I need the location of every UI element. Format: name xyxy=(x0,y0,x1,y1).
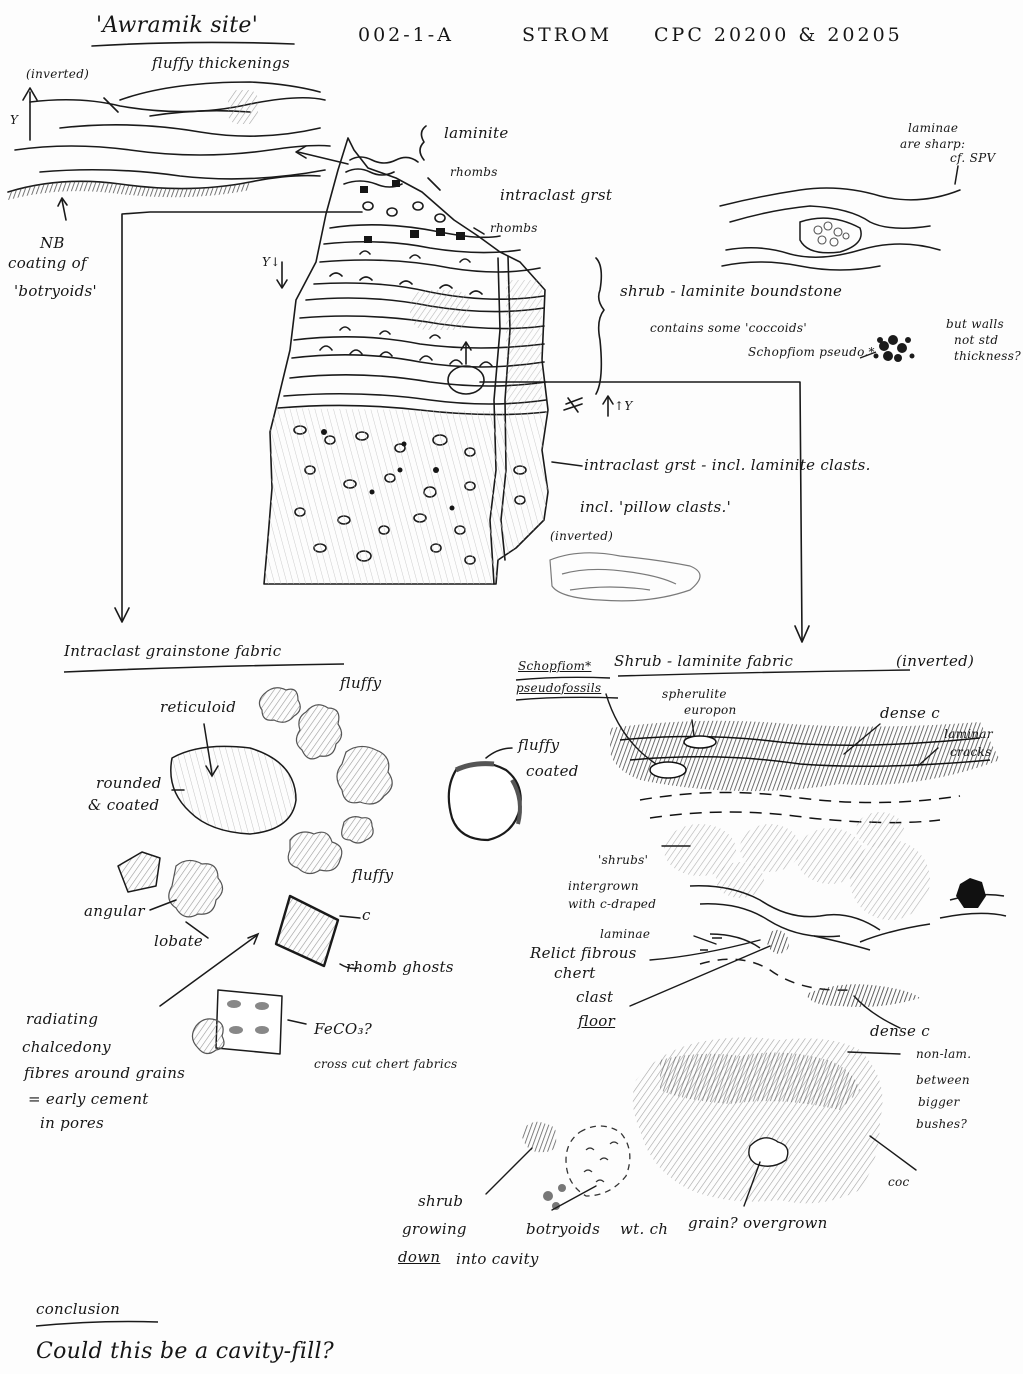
grain-overgrown-label: grain? overgrown xyxy=(688,1216,828,1232)
nb-label: NB xyxy=(40,236,65,252)
dense-c-label-2: dense c xyxy=(870,1024,930,1040)
early-cement-label: = early cement xyxy=(28,1092,149,1108)
spherulite-label: spherulite xyxy=(662,688,727,701)
laminar-label: laminar xyxy=(944,728,993,741)
floor-label: floor xyxy=(578,1014,615,1030)
fluffy-label-2: fluffy xyxy=(352,868,393,884)
pseudofossils-label: pseudofossils xyxy=(516,682,601,695)
laminite-label: laminite xyxy=(444,126,509,142)
up-y-marker: ↑Y xyxy=(614,400,633,413)
inverted-label: (inverted) xyxy=(26,68,89,81)
cross-cut-chert-label: cross cut chert fabrics xyxy=(314,1058,457,1071)
dense-c-label-1: dense c xyxy=(880,706,940,722)
chalcedony-label: chalcedony xyxy=(22,1040,111,1056)
feco3-label: FeCO₃? xyxy=(314,1022,372,1038)
strom-label: STROM xyxy=(522,26,612,46)
lobate-label: lobate xyxy=(154,934,203,950)
shrub-laminite-fabric-heading: Shrub - laminite fabric xyxy=(614,654,793,670)
y-down-marker: Y↓ xyxy=(262,256,281,269)
conclusion-heading: conclusion xyxy=(36,1302,120,1318)
coated-label: & coated xyxy=(88,798,159,814)
relict-fibrous-label: Relict fibrous xyxy=(530,946,637,962)
in-pores-label: in pores xyxy=(40,1116,104,1132)
down-label: down xyxy=(398,1250,440,1266)
fibres-around-grains-label: fibres around grains xyxy=(24,1066,185,1082)
pillow-clasts-label: incl. 'pillow clasts.' xyxy=(580,500,731,516)
schopfiom-label: Schopfiom* xyxy=(518,660,591,673)
but-walls-label: but walls xyxy=(946,318,1004,331)
bushes-label: bushes? xyxy=(916,1118,967,1131)
cracks-label: cracks xyxy=(950,746,992,759)
clast-label: clast xyxy=(576,990,613,1006)
rhombs-label-2: rhombs xyxy=(490,222,538,235)
into-cavity-label: into cavity xyxy=(456,1252,539,1268)
not-std-label: not std xyxy=(954,334,998,347)
cpc-number: CPC 20200 & 20205 xyxy=(654,26,903,46)
schopfiom-pseudo-label: Schopfiom pseudo.* xyxy=(748,346,875,359)
angular-label: angular xyxy=(84,904,145,920)
inverted-label-3: (inverted) xyxy=(896,654,974,670)
laminae-label-2: laminae xyxy=(600,928,650,941)
c-label: c xyxy=(362,908,371,924)
with-c-draped-label: with c-draped xyxy=(568,898,656,911)
fluffy-label-1: fluffy xyxy=(340,676,381,692)
non-lam-label: non-lam. xyxy=(916,1048,971,1061)
rounded-label: rounded xyxy=(96,776,162,792)
contains-coccoids-label: contains some 'coccoids' xyxy=(650,322,807,335)
sample-code: 002-1-A xyxy=(358,26,454,46)
coating-of-label: coating of xyxy=(8,256,87,272)
inverted-label-2: (inverted) xyxy=(550,530,613,543)
between-label: between xyxy=(916,1074,970,1087)
shrub-label: shrub xyxy=(418,1194,463,1210)
thickness-label: thickness? xyxy=(954,350,1021,363)
are-sharp-label: are sharp: xyxy=(900,138,965,151)
shrubs-label: 'shrubs' xyxy=(598,854,648,867)
fluffy-coated-label-2: coated xyxy=(526,764,579,780)
cf-spv-label: cf. SPV xyxy=(950,152,995,165)
reticuloid-label: reticuloid xyxy=(160,700,236,716)
radiating-label: radiating xyxy=(26,1012,98,1028)
fluffy-coated-label-1: fluffy xyxy=(518,738,559,754)
fluffy-thickenings-label: fluffy thickenings xyxy=(152,56,290,72)
shrub-laminite-boundstone-label: shrub - laminite boundstone xyxy=(620,284,842,300)
coc-label: coc xyxy=(888,1176,910,1189)
y-marker: Y xyxy=(10,114,18,127)
intraclast-fabric-heading: Intraclast grainstone fabric xyxy=(64,644,281,660)
bigger-label: bigger xyxy=(918,1096,960,1109)
chert-label: chert xyxy=(554,966,596,982)
botryoids-label-2: botryoids xyxy=(526,1222,600,1238)
intraclast-grst-incl-label: intraclast grst - incl. laminite clasts. xyxy=(584,458,871,474)
laminae-label: laminae xyxy=(908,122,958,135)
conclusion-question: Could this be a cavity-fill? xyxy=(36,1340,334,1363)
rhomb-ghosts-label: rhomb ghosts xyxy=(346,960,454,976)
site-title: 'Awramik site' xyxy=(96,14,258,37)
wt-ch-label: wt. ch xyxy=(620,1222,668,1238)
botryoids-label: 'botryoids' xyxy=(14,284,97,300)
intergrown-label: intergrown xyxy=(568,880,639,893)
europon-label: europon xyxy=(684,704,737,717)
intraclast-grst-label: intraclast grst xyxy=(500,188,612,204)
rhombs-label-1: rhombs xyxy=(450,166,498,179)
growing-label: growing xyxy=(402,1222,467,1238)
